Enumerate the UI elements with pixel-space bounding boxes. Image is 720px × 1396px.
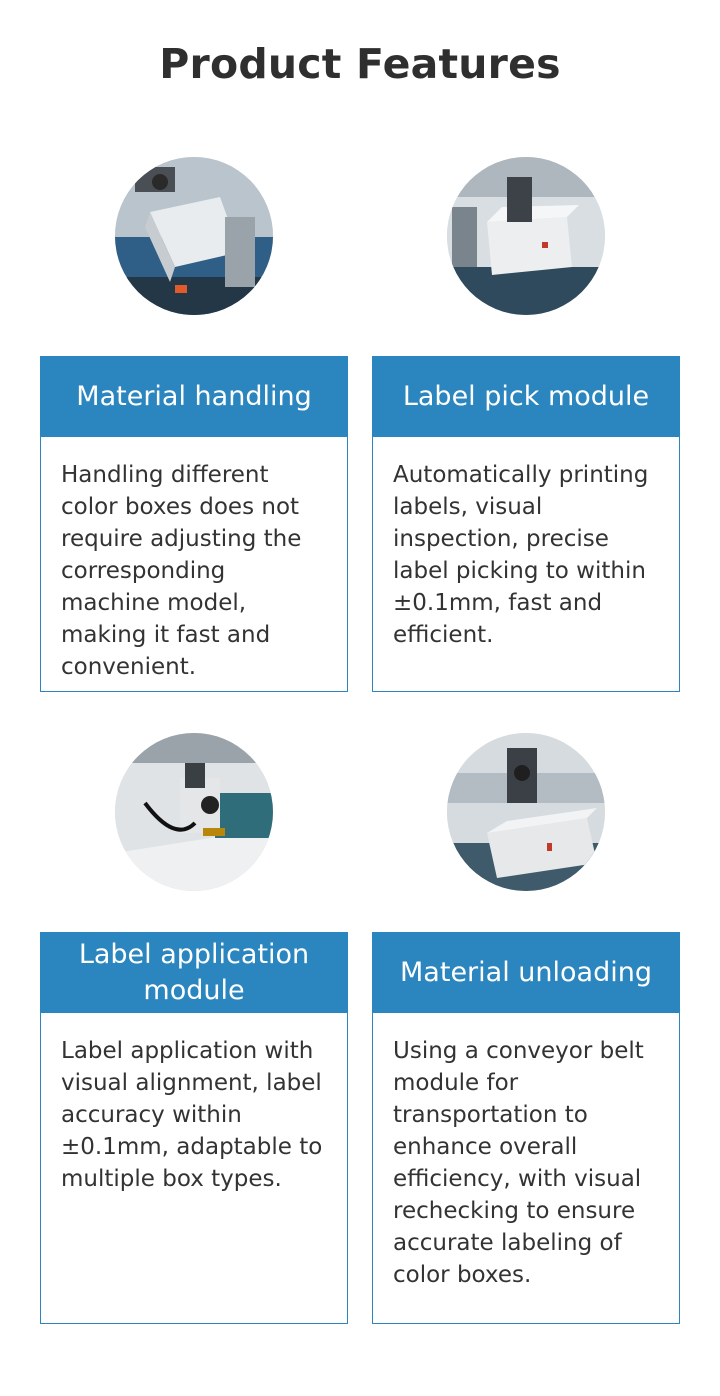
feature-title: Label application module bbox=[41, 933, 347, 1013]
feature-title: Material unloading bbox=[373, 933, 679, 1013]
page-title: Product Features bbox=[159, 40, 561, 88]
feature-description: Automatically printing labels, visual in… bbox=[393, 462, 649, 648]
feature-card-label-pick-module: Label pick module Automatically printing… bbox=[372, 356, 680, 692]
feature-description: Using a conveyor belt module for transpo… bbox=[393, 1038, 644, 1288]
feature-title: Material handling bbox=[41, 357, 347, 437]
material-handling-photo bbox=[115, 157, 273, 315]
material-unloading-photo bbox=[447, 733, 605, 891]
feature-title: Label pick module bbox=[373, 357, 679, 437]
feature-card-material-handling: Material handling Handling different col… bbox=[40, 356, 348, 692]
label-application-module-photo bbox=[115, 733, 273, 891]
label-pick-module-photo bbox=[447, 157, 605, 315]
feature-card-material-unloading: Material unloading Using a conveyor belt… bbox=[372, 932, 680, 1324]
feature-description: Handling different color boxes does not … bbox=[61, 462, 302, 680]
feature-card-label-application-module: Label application module Label applicati… bbox=[40, 932, 348, 1324]
feature-description: Label application with visual alignment,… bbox=[61, 1038, 323, 1192]
